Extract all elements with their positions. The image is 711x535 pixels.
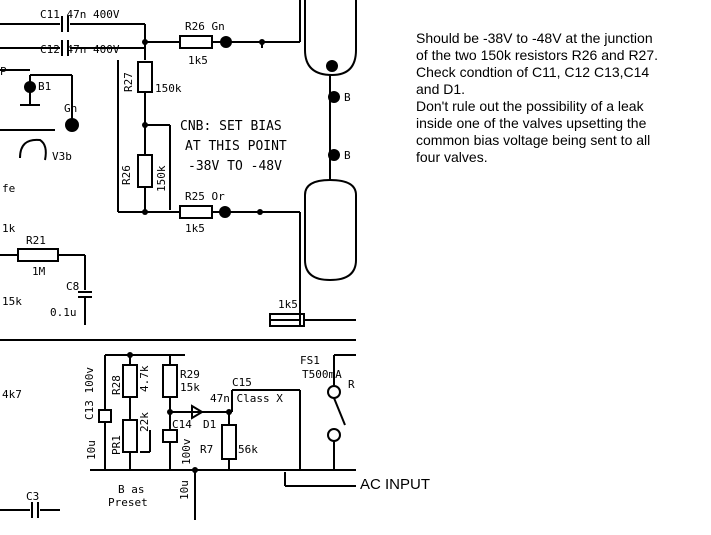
label-preset-line-1: B as xyxy=(118,483,145,496)
note-line: Don't rule out the possibility of a leak xyxy=(416,98,644,114)
label-c14-volt: 100v xyxy=(180,438,193,465)
note-line: and D1. xyxy=(416,81,466,97)
label-b-lower: B xyxy=(344,149,351,162)
label-r7-value: 56k xyxy=(238,443,258,456)
label-r26: R26 xyxy=(120,165,133,185)
label-d1: D1 xyxy=(203,418,216,431)
label-r27-value: 150k xyxy=(155,82,182,95)
bias-note-line-3: -38V TO -48V xyxy=(188,159,282,174)
label-c14-value: 10u xyxy=(178,480,191,500)
label-pr1: PR1 xyxy=(110,435,123,455)
label-c8: C8 xyxy=(66,280,79,293)
label-left-4k7: 4k7 xyxy=(2,388,22,401)
note-line: Check condtion of C11, C12 C13,C14 xyxy=(416,64,650,80)
junction-dots xyxy=(24,36,341,473)
ac-input-label: AC INPUT xyxy=(360,476,431,493)
label-v3b: V3b xyxy=(52,150,72,163)
label-r25: R25 Or xyxy=(185,190,225,203)
label-r26-top-value: 1k5 xyxy=(188,54,208,67)
label-r7: R7 xyxy=(200,443,213,456)
label-c11: C11 47n 400V xyxy=(40,8,120,21)
label-r28: R28 xyxy=(110,375,123,395)
label-b-upper: B xyxy=(344,91,351,104)
label-fs1-value: T500mA xyxy=(302,368,342,381)
label-fs1: FS1 xyxy=(300,354,320,367)
note-line: four valves. xyxy=(416,149,488,165)
label-r26-top: R26 Gn xyxy=(185,20,225,33)
label-r: R xyxy=(348,378,355,391)
label-r26-value: 150k xyxy=(155,165,168,192)
label-c13: C13 100v xyxy=(83,367,96,420)
label-left-1k: 1k xyxy=(2,222,16,235)
note-line: common bias voltage being sent to all xyxy=(416,132,651,148)
label-c3: C3 xyxy=(26,490,39,503)
label-1k5-lower: 1k5 xyxy=(278,298,298,311)
label-r25-value: 1k5 xyxy=(185,222,205,235)
note-line: of the two 150k resistors R26 and R27. xyxy=(416,47,659,63)
label-c12: C12 47n 400V xyxy=(40,43,120,56)
label-r21: R21 xyxy=(26,234,46,247)
label-r21-value: 1M xyxy=(32,265,46,278)
label-c8-value: 0.1u xyxy=(50,306,77,319)
label-c15-value: 47n Class X xyxy=(210,392,283,405)
label-c15: C15 xyxy=(232,376,252,389)
explanation-note: Should be -38V to -48V at the junction o… xyxy=(416,30,711,166)
bias-note-line-1: CNB: SET BIAS xyxy=(180,119,282,134)
label-r28-value: 4.7k xyxy=(138,365,151,392)
bias-note-line-2: AT THIS POINT xyxy=(185,139,287,154)
label-r29-value: 15k xyxy=(180,381,200,394)
label-fe: fe xyxy=(2,182,15,195)
label-r27: R27 xyxy=(122,72,135,92)
label-gn: Gn xyxy=(64,102,77,115)
note-line: Should be -38V to -48V at the junction xyxy=(416,30,653,46)
label-preset-line-2: Preset xyxy=(108,496,148,509)
label-left-15k: 15k xyxy=(2,295,22,308)
label-b1: B1 xyxy=(38,80,51,93)
label-c14: C14 xyxy=(172,418,192,431)
note-line: inside one of the valves upsetting the xyxy=(416,115,647,131)
label-r29: R29 xyxy=(180,368,200,381)
label-p: P xyxy=(0,65,7,78)
label-pr1-value: 22k xyxy=(138,412,151,432)
label-c13-value: 10u xyxy=(85,440,98,460)
